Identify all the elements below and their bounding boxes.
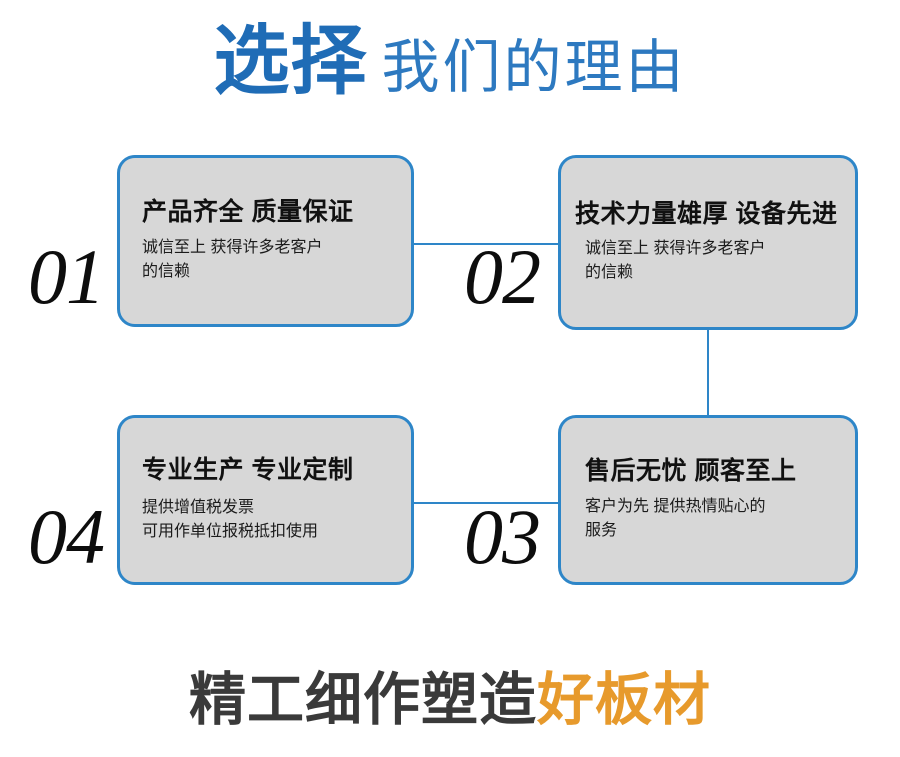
reason-card-02[interactable]: 技术力量雄厚 设备先进 诚信至上 获得许多老客户 的信赖 [558, 155, 858, 330]
reason-card-01-body-line-2: 的信赖 [142, 262, 191, 280]
reason-card-04-content: 专业生产 专业定制 提供增值税发票 可用作单位报税抵扣使用 [120, 418, 411, 582]
reason-card-03-body: 客户为先 提供热情贴心的 服务 [585, 495, 843, 543]
footer-slogan-lead: 精工细作塑造 [189, 668, 537, 732]
step-number-04: 04 [28, 493, 105, 580]
reason-card-04-body: 提供增值税发票 可用作单位报税抵扣使用 [142, 496, 397, 544]
reason-card-04-body-line-2: 可用作单位报税抵扣使用 [142, 522, 319, 540]
reason-card-01-body: 诚信至上 获得许多老客户 的信赖 [142, 236, 397, 284]
connector-card2-card3 [707, 326, 709, 420]
step-number-02: 02 [464, 233, 541, 320]
reason-card-02-title: 技术力量雄厚 设备先进 [575, 199, 838, 228]
page-title: 选择我们的理由 [0, 24, 900, 100]
reason-card-01-content: 产品齐全 质量保证 诚信至上 获得许多老客户 的信赖 [120, 158, 411, 324]
title-emphasis: 选择 [213, 19, 368, 104]
reason-card-03-content: 售后无忧 顾客至上 客户为先 提供热情贴心的 服务 [561, 418, 855, 582]
footer-slogan: 精工细作塑造好板材 [0, 672, 900, 729]
reason-card-04-body-line-1: 提供增值税发票 [142, 498, 255, 516]
step-number-01: 01 [28, 233, 105, 320]
reason-card-03-body-line-2: 服务 [585, 521, 618, 539]
reason-card-04-title: 专业生产 专业定制 [142, 456, 354, 485]
connector-card1-card2 [404, 243, 564, 245]
reason-card-01-title: 产品齐全 质量保证 [142, 198, 354, 227]
reason-card-01-body-line-1: 诚信至上 获得许多老客户 [142, 238, 323, 256]
footer-slogan-accent: 好板材 [537, 668, 711, 732]
reason-card-04[interactable]: 专业生产 专业定制 提供增值税发票 可用作单位报税抵扣使用 [117, 415, 414, 585]
reason-card-02-content: 技术力量雄厚 设备先进 诚信至上 获得许多老客户 的信赖 [561, 158, 855, 327]
reason-card-03-title: 售后无忧 顾客至上 [585, 457, 797, 486]
reason-card-02-body-line-2: 的信赖 [585, 264, 634, 282]
reason-card-01[interactable]: 产品齐全 质量保证 诚信至上 获得许多老客户 的信赖 [117, 155, 414, 327]
reason-card-02-body-line-1: 诚信至上 获得许多老客户 [585, 240, 766, 258]
reason-card-03-body-line-1: 客户为先 提供热情贴心的 [585, 497, 766, 515]
step-number-03: 03 [464, 493, 541, 580]
title-rest: 我们的理由 [381, 35, 687, 100]
reason-card-02-body: 诚信至上 获得许多老客户 的信赖 [575, 237, 845, 285]
reason-card-03[interactable]: 售后无忧 顾客至上 客户为先 提供热情贴心的 服务 [558, 415, 858, 585]
connector-card4-card3 [404, 502, 564, 504]
